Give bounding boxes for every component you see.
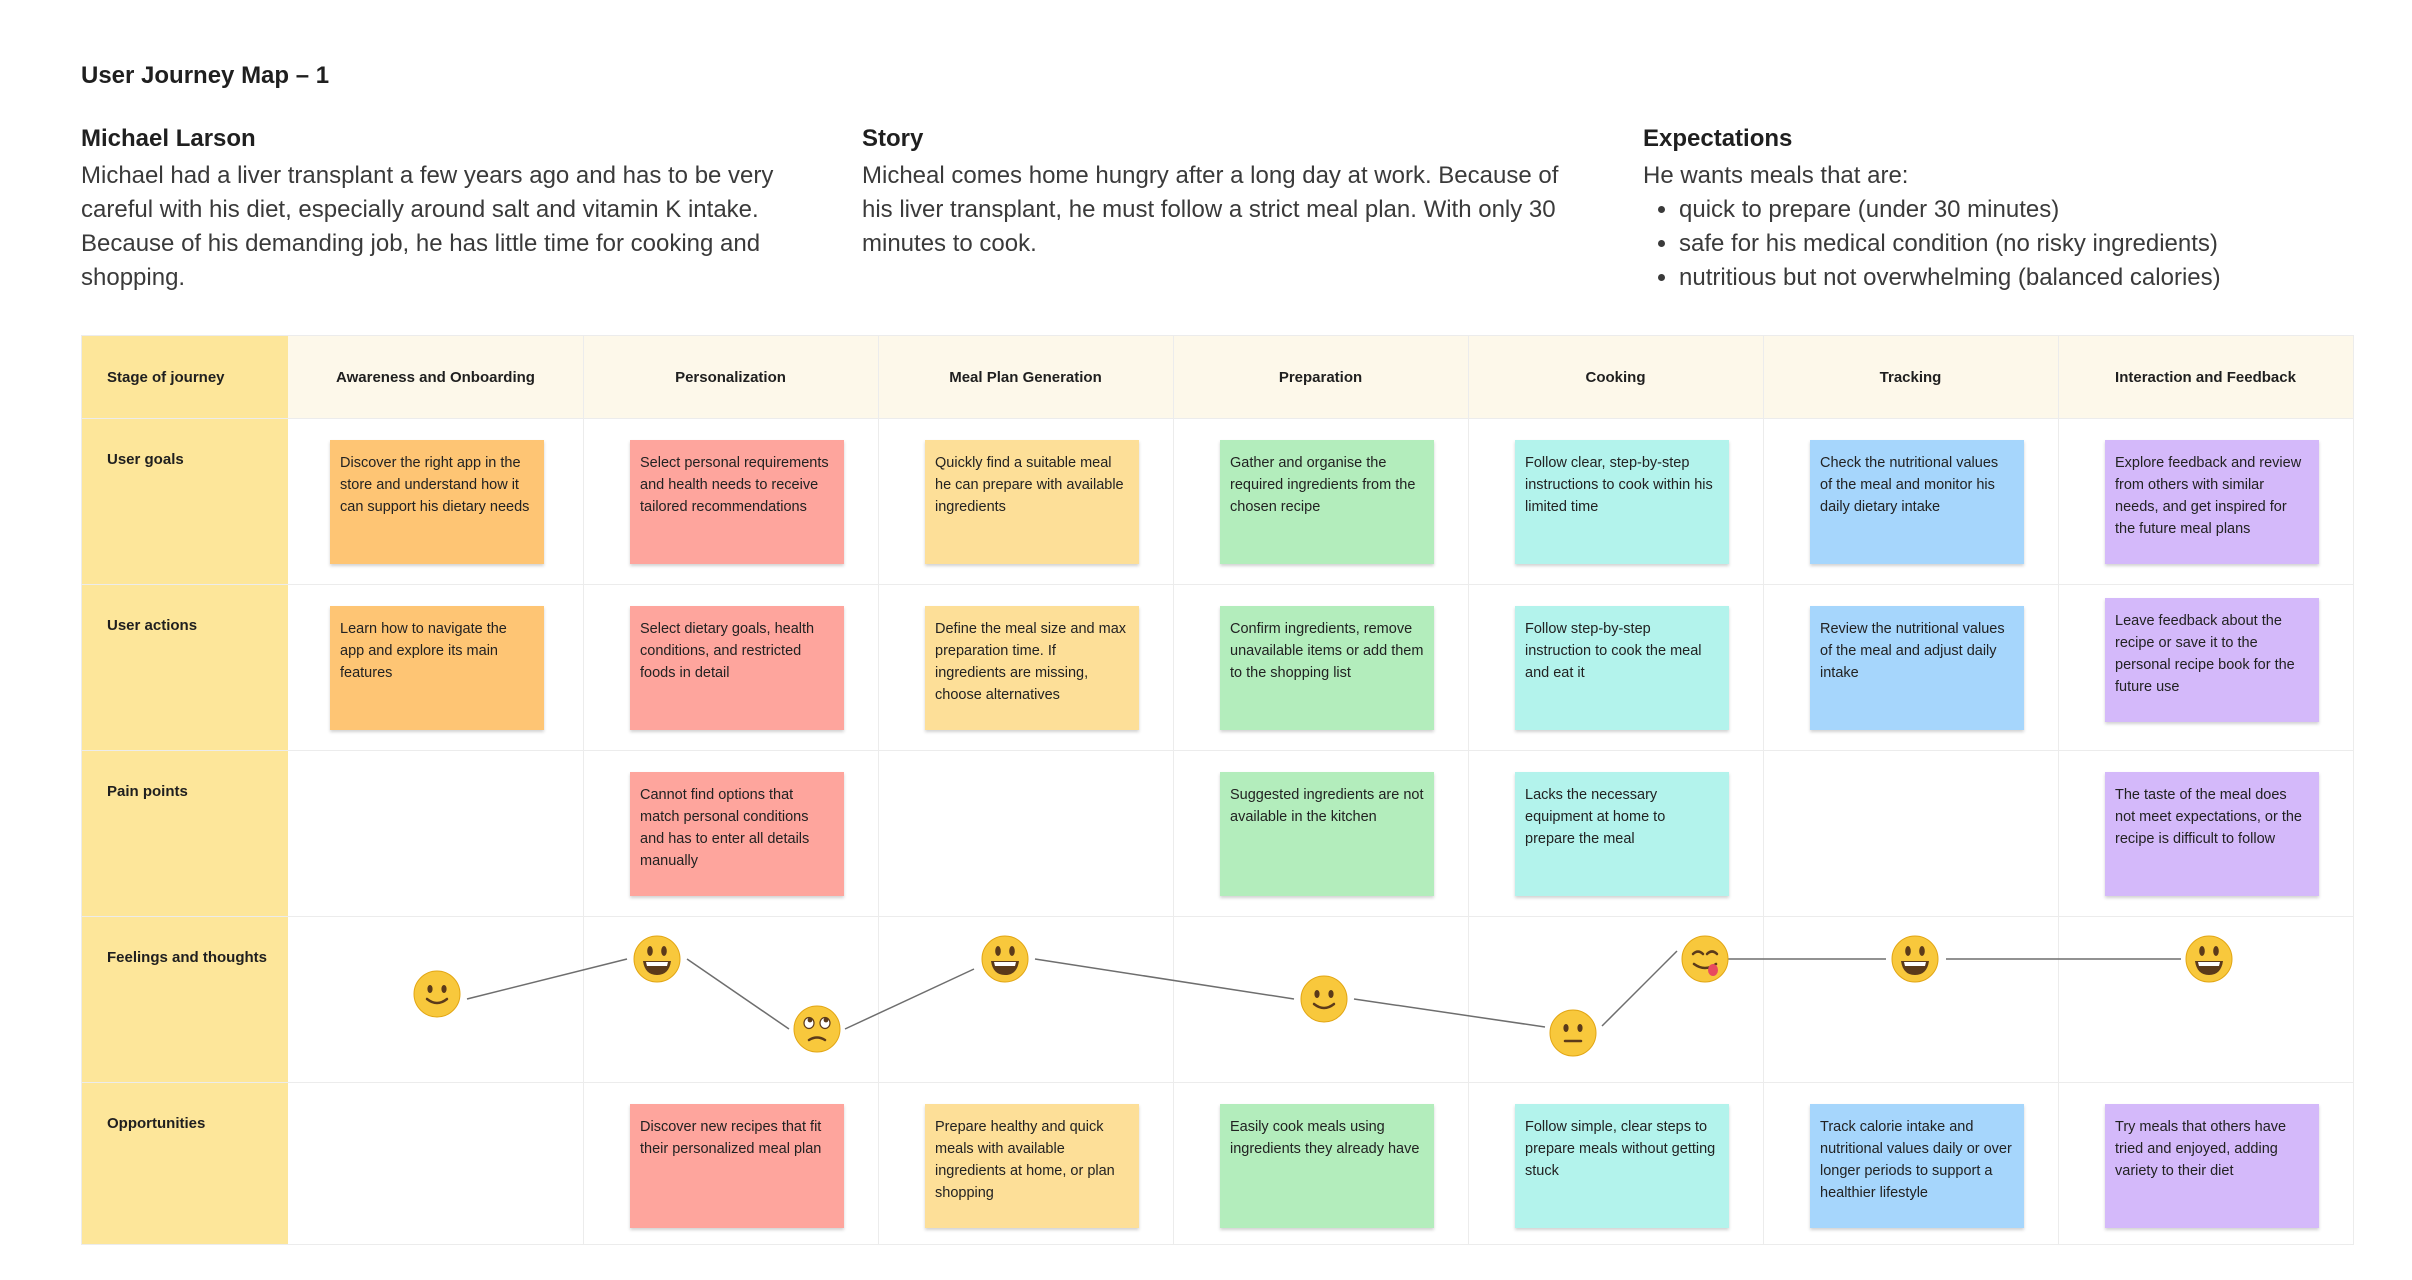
corner-label: Stage of journey <box>107 369 225 386</box>
frowning-face-icon <box>793 1005 841 1053</box>
sticky-note-goal: Discover the right app in the store and … <box>330 440 544 564</box>
stage-header-band <box>288 336 2353 418</box>
sticky-note-opportunity: Follow simple, clear steps to prepare me… <box>1515 1104 1729 1228</box>
persona-text: Michael had a liver transplant a few yea… <box>81 162 774 291</box>
sticky-note-action: Leave feedback about the recipe or save … <box>2105 598 2319 722</box>
row-divider <box>82 750 2353 751</box>
row-label-pain-points: Pain points <box>107 783 188 800</box>
neutral-face-icon <box>1549 1009 1597 1057</box>
story-heading: Story <box>862 125 924 152</box>
sticky-note-action: Review the nutritional values of the mea… <box>1810 606 2024 730</box>
expectations-list: quick to prepare (under 30 minutes) safe… <box>1643 193 2363 295</box>
expectations-section: Expectations He wants meals that are: qu… <box>1643 125 2363 295</box>
grinning-face-icon <box>633 935 681 983</box>
sticky-note-pain-point: Suggested ingredients are not available … <box>1220 772 1434 896</box>
sticky-note-goal: Quickly find a suitable meal he can prep… <box>925 440 1139 564</box>
column-divider <box>878 336 879 1244</box>
row-label-feelings: Feelings and thoughts <box>107 949 267 966</box>
expectation-item: safe for his medical condition (no risky… <box>1679 227 2363 261</box>
sticky-note-opportunity: Prepare healthy and quick meals with ava… <box>925 1104 1139 1228</box>
row-label-opportunities: Opportunities <box>107 1115 206 1132</box>
yum-face-icon <box>1681 935 1729 983</box>
grinning-face-icon <box>981 935 1029 983</box>
sticky-note-action: Confirm ingredients, remove unavailable … <box>1220 606 1434 730</box>
sticky-note-goal: Select personal requirements and health … <box>630 440 844 564</box>
sticky-note-goal: Gather and organise the required ingredi… <box>1220 440 1434 564</box>
persona-heading: Michael Larson <box>81 125 256 152</box>
expectation-item: nutritious but not overwhelming (balance… <box>1679 261 2363 295</box>
expectation-item: quick to prepare (under 30 minutes) <box>1679 193 2363 227</box>
sticky-note-goal: Explore feedback and review from others … <box>2105 440 2319 564</box>
feelings-connector <box>1034 958 1295 1000</box>
feelings-connector <box>466 958 628 1000</box>
stage-header: Personalization <box>675 368 786 386</box>
sticky-note-pain-point: Cannot find options that match personal … <box>630 772 844 896</box>
row-divider <box>82 418 2353 419</box>
column-divider <box>1763 336 1764 1244</box>
stage-header: Awareness and Onboarding <box>336 368 535 386</box>
feelings-connector <box>1353 998 1546 1028</box>
stage-header: Preparation <box>1278 368 1363 386</box>
story-section: Story Micheal comes home hungry after a … <box>862 125 1582 261</box>
sticky-note-action: Define the meal size and max preparation… <box>925 606 1139 730</box>
sticky-note-goal: Check the nutritional values of the meal… <box>1810 440 2024 564</box>
column-divider <box>1468 336 1469 1244</box>
sticky-note-action: Learn how to navigate the app and explor… <box>330 606 544 730</box>
expectations-heading: Expectations <box>1643 125 1793 152</box>
expectations-intro: He wants meals that are: <box>1643 162 1909 189</box>
story-text: Micheal comes home hungry after a long d… <box>862 162 1559 257</box>
row-label-user-goals: User goals <box>107 451 184 468</box>
row-divider <box>82 584 2353 585</box>
feelings-curve <box>466 950 2181 1030</box>
feelings-connector <box>844 968 975 1030</box>
row-label-user-actions: User actions <box>107 617 198 634</box>
grinning-face-icon <box>1891 935 1939 983</box>
sticky-note-opportunity: Try meals that others have tried and enj… <box>2105 1104 2319 1228</box>
column-divider <box>2058 336 2059 1244</box>
stage-header: Interaction and Feedback <box>2115 368 2296 386</box>
sticky-note-opportunity: Easily cook meals using ingredients they… <box>1220 1104 1434 1228</box>
sticky-note-pain-point: The taste of the meal does not meet expe… <box>2105 772 2319 896</box>
row-header-column <box>82 336 288 1244</box>
persona-section: Michael Larson Michael had a liver trans… <box>81 125 801 295</box>
column-divider <box>583 336 584 1244</box>
row-divider <box>82 916 2353 917</box>
slightly-smiling-face-icon <box>413 970 461 1018</box>
page-title: User Journey Map – 1 <box>81 62 330 89</box>
grinning-face-icon <box>2185 935 2233 983</box>
feelings-connector <box>1601 950 1678 1027</box>
row-divider <box>82 1082 2353 1083</box>
column-divider <box>1173 336 1174 1244</box>
journey-board: Stage of journey User goals User actions… <box>81 335 2354 1245</box>
stage-header: Tracking <box>1879 368 1942 386</box>
stage-header: Meal Plan Generation <box>949 368 1102 386</box>
sticky-note-action: Follow step-by-step instruction to cook … <box>1515 606 1729 730</box>
sticky-note-opportunity: Track calorie intake and nutritional val… <box>1810 1104 2024 1228</box>
slightly-smiling-face-icon <box>1300 975 1348 1023</box>
sticky-note-action: Select dietary goals, health conditions,… <box>630 606 844 730</box>
sticky-note-opportunity: Discover new recipes that fit their pers… <box>630 1104 844 1228</box>
feelings-connector <box>686 958 790 1030</box>
sticky-note-pain-point: Lacks the necessary equipment at home to… <box>1515 772 1729 896</box>
stage-header: Cooking <box>1585 368 1646 386</box>
sticky-note-goal: Follow clear, step-by-step instructions … <box>1515 440 1729 564</box>
